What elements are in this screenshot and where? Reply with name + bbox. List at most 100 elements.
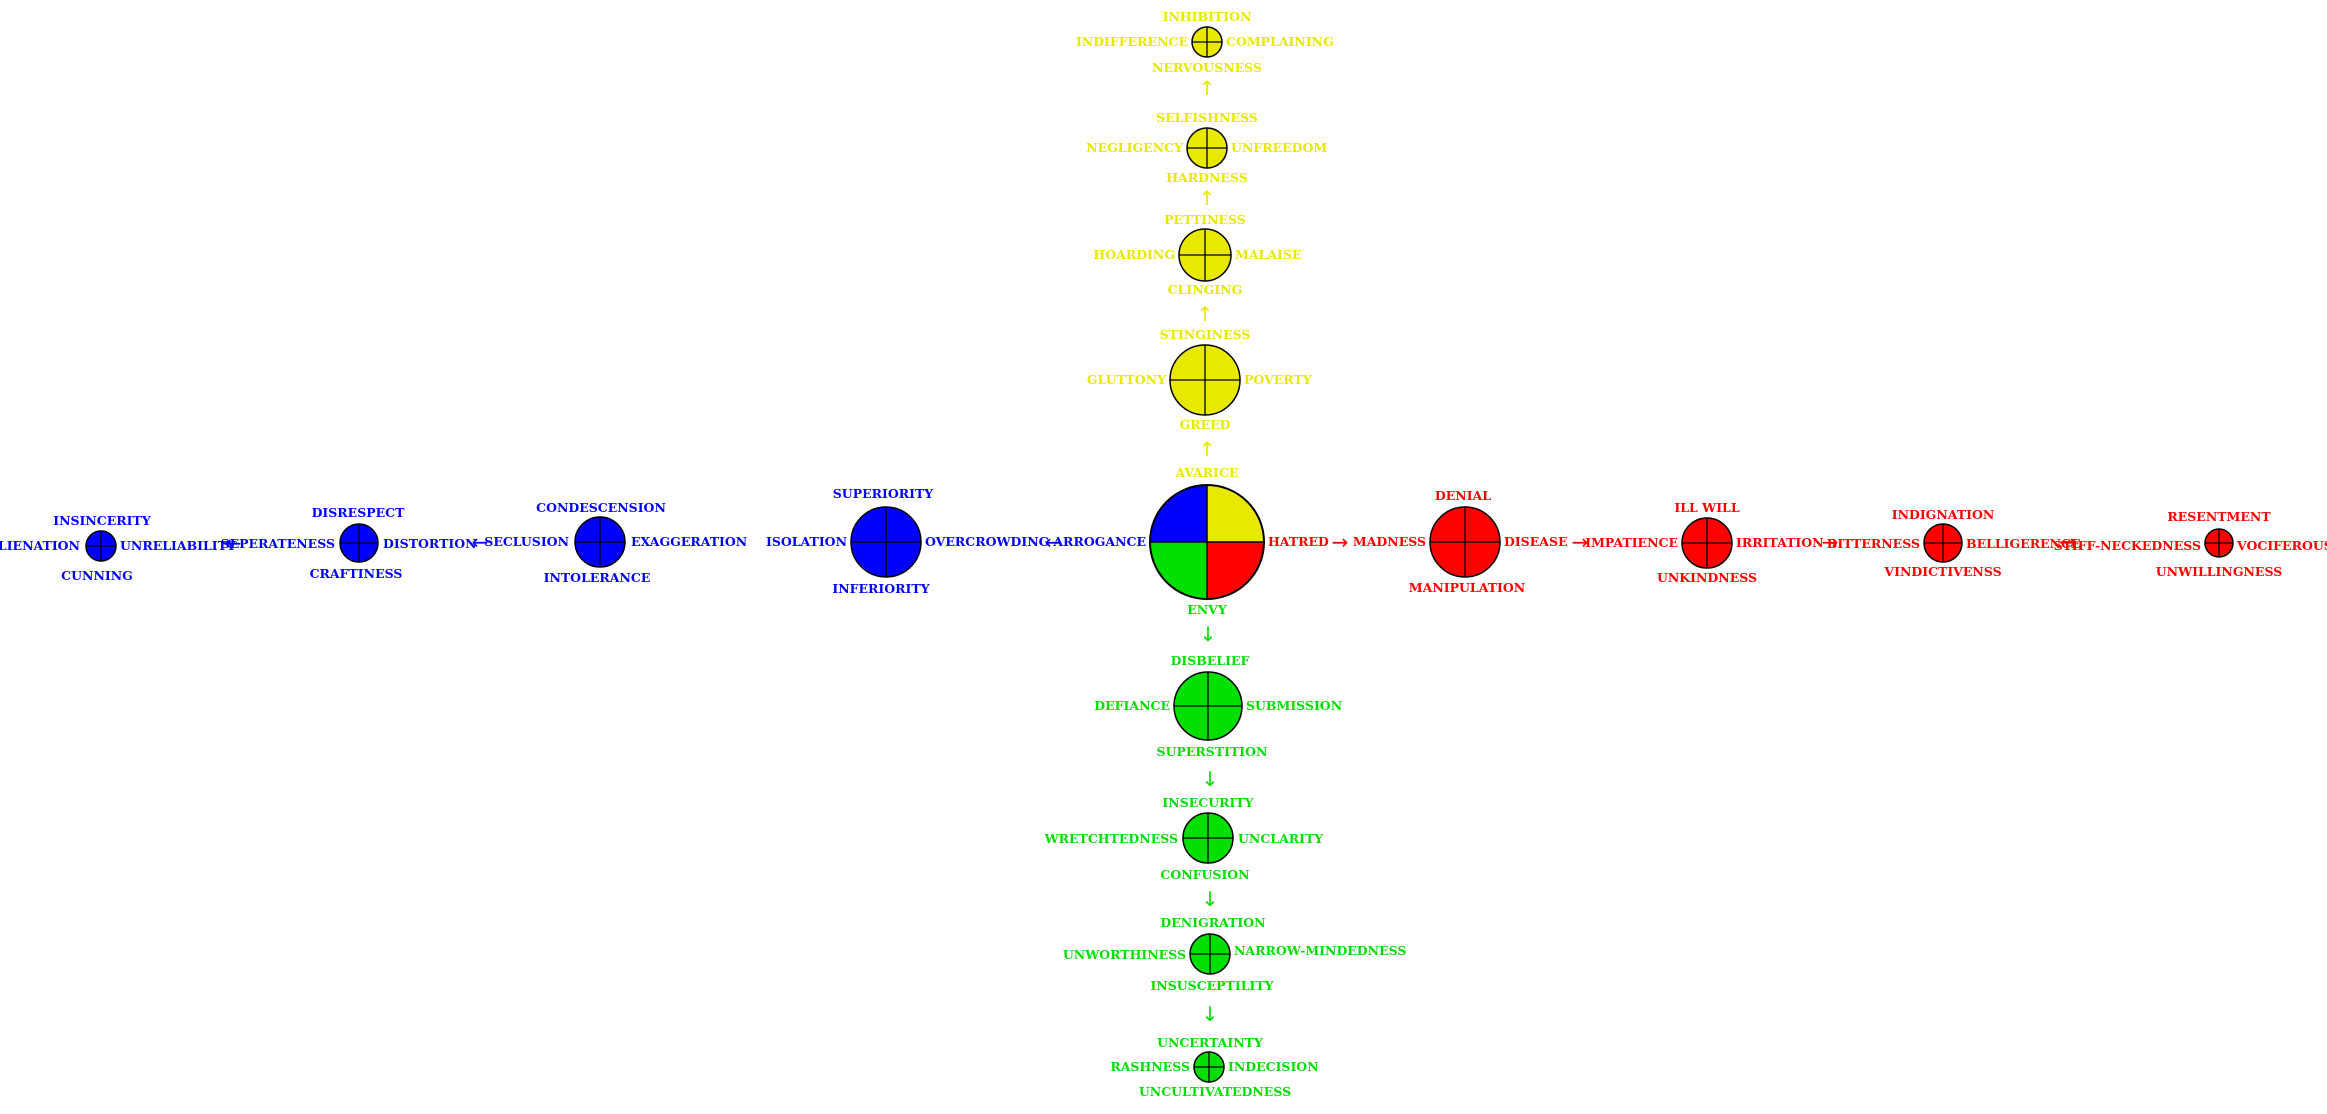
red-node-4-left-label: STIFF-NECKEDNESS <box>2054 538 2201 553</box>
green-arrow-3: ↓ <box>1202 887 1219 911</box>
blue-node-4-right-label: UNRELIABILITY <box>120 538 237 553</box>
yellow-node-4-right-label: COMPLAINING <box>1226 34 1334 49</box>
blue-branch: ← SUPERIORITY ISOLATION OVERCROWDING INF… <box>0 486 1061 596</box>
yellow-node-4-left-label: INDIFFERENCE <box>1076 34 1188 49</box>
green-node-4: UNCERTAINTY RASHNESS INDECISION UNCULTIV… <box>1110 1035 1318 1099</box>
blue-node-4-top-label: INSINCERITY <box>53 513 152 528</box>
blue-node-2-bottom-label: INTOLERANCE <box>544 570 651 585</box>
blue-node-2-top-label: CONDESCENSION <box>536 500 666 515</box>
red-node-1: DENIAL MADNESS DISEASE MANIPULATION <box>1353 488 1568 595</box>
blue-arrow-1: ← <box>1045 530 1062 554</box>
yellow-node-2: PETTINESS HOARDING MALAISE CLINGING <box>1093 212 1301 297</box>
yellow-node-1-top-label: STINGINESS <box>1160 327 1251 342</box>
blue-node-1-right-label: OVERCROWDING <box>925 534 1049 549</box>
blue-node-1-left-label: ISOLATION <box>766 534 847 549</box>
blue-node-3-right-label: DISTORTION <box>383 536 477 551</box>
center-label-arrogance: ARROGANCE <box>1052 534 1146 549</box>
yellow-node-3-bottom-label: HARDNESS <box>1166 170 1247 185</box>
red-node-3-top-label: INDIGNATION <box>1892 507 1995 522</box>
blue-node-1: SUPERIORITY ISOLATION OVERCROWDING INFER… <box>766 486 1049 596</box>
green-node-1-right-label: SUBMISSION <box>1246 698 1342 713</box>
green-branch: ↓ DISBELIEF DEFIANCE SUBMISSION SUPERSTI… <box>1044 622 1407 1099</box>
red-node-2-top-label: ILL WILL <box>1674 500 1739 515</box>
blue-node-3-bottom-label: CRAFTINESS <box>310 566 403 581</box>
green-node-3-right-label: NARROW-MINDEDNESS <box>1234 943 1406 958</box>
yellow-node-3-left-label: NEGLIGENCY <box>1086 140 1184 155</box>
yellow-node-2-bottom-label: CLINGING <box>1168 282 1243 297</box>
yellow-node-1-right-label: POVERTY <box>1244 372 1313 387</box>
yellow-node-3-right-label: UNFREEDOM <box>1231 140 1327 155</box>
yellow-arrow-2: ↑ <box>1197 302 1214 326</box>
red-node-3-bottom-label: VINDICTIVENSS <box>1883 564 2001 579</box>
yellow-node-4-top-label: INHIBITION <box>1163 9 1252 24</box>
green-node-1-bottom-label: SUPERSTITION <box>1157 744 1268 759</box>
blue-node-1-top-label: SUPERIORITY <box>833 486 935 501</box>
blue-node-2-right-label: EXAGGERATION <box>631 534 747 549</box>
yellow-arrow-1: ↑ <box>1199 437 1216 461</box>
green-node-2-right-label: UNCLARITY <box>1238 831 1324 846</box>
green-arrow-4: ↓ <box>1202 1002 1219 1026</box>
red-arrow-1: → <box>1332 530 1349 554</box>
red-node-1-bottom-label: MANIPULATION <box>1409 580 1525 595</box>
red-node-3: INDIGNATION BITTERNESS BELLIGERENCE VIND… <box>1827 507 2081 579</box>
yellow-node-2-right-label: MALAISE <box>1235 247 1301 262</box>
yellow-node-1-bottom-label: GREED <box>1180 417 1231 432</box>
blue-node-3: DISRESPECT SEPERATENESS DISTORTION CRAFT… <box>221 505 477 581</box>
blue-arrow-2: ← <box>472 530 489 554</box>
yellow-node-3: SELFISHNESS NEGLIGENCY UNFREEDOM HARDNES… <box>1086 110 1327 185</box>
red-node-1-left-label: MADNESS <box>1353 534 1426 549</box>
blue-node-2: CONDESCENSION SECLUSION EXAGGERATION INT… <box>484 500 747 585</box>
blue-node-2-left-label: SECLUSION <box>484 534 569 549</box>
blue-node-4-bottom-label: CUNNING <box>61 568 133 583</box>
yellow-branch: ↑ STINGINESS GLUTTONY POVERTY GREED ↑ PE… <box>1076 9 1334 461</box>
center-label-avarice: AVARICE <box>1175 465 1239 480</box>
yellow-node-1-left-label: GLUTTONY <box>1087 372 1167 387</box>
green-node-2-top-label: INSECURITY <box>1162 795 1254 810</box>
center-quadrant-red <box>1207 542 1264 599</box>
center-quadrant-blue <box>1150 485 1207 542</box>
green-node-3-top-label: DENIGRATION <box>1160 915 1265 930</box>
center-label-envy: ENVY <box>1187 602 1228 617</box>
red-node-4-bottom-label: UNWILLINGNESS <box>2156 564 2282 579</box>
blue-node-3-top-label: DISRESPECT <box>312 505 406 520</box>
yellow-node-2-top-label: PETTINESS <box>1164 212 1246 227</box>
red-node-2-bottom-label: UNKINDNESS <box>1657 570 1757 585</box>
yellow-arrow-4: ↑ <box>1199 76 1216 100</box>
red-node-2-right-label: IRRITATION <box>1736 535 1824 550</box>
green-node-1-top-label: DISBELIEF <box>1171 653 1250 668</box>
center-node: AVARICE HATRED ENVY ARROGANCE <box>1052 465 1329 617</box>
red-arrow-3: → <box>1822 530 1839 554</box>
red-arrow-2: → <box>1572 530 1589 554</box>
yellow-node-4: INHIBITION INDIFFERENCE COMPLAINING NERV… <box>1076 9 1334 75</box>
blue-node-1-bottom-label: INFERIORITY <box>832 581 930 596</box>
green-node-4-top-label: UNCERTAINTY <box>1157 1035 1264 1050</box>
red-node-3-right-label: BELLIGERENCE <box>1966 536 2081 551</box>
red-node-1-right-label: DISEASE <box>1504 534 1568 549</box>
green-node-4-left-label: RASHNESS <box>1110 1059 1190 1074</box>
green-arrow-1: ↓ <box>1200 622 1217 646</box>
yellow-node-1: STINGINESS GLUTTONY POVERTY GREED <box>1087 327 1313 432</box>
red-node-2: ILL WILL IMPATIENCE IRRITATION UNKINDNES… <box>1585 500 1823 585</box>
blue-node-4: INSINCERITY ALIENATION UNRELIABILITY CUN… <box>0 513 237 583</box>
yellow-arrow-3: ↑ <box>1199 186 1216 210</box>
green-node-2-bottom-label: CONFUSION <box>1160 867 1249 882</box>
center-quadrant-yellow <box>1207 485 1264 542</box>
green-node-1-left-label: DEFIANCE <box>1094 698 1170 713</box>
green-node-2-left-label: WRETCHTEDNESS <box>1044 831 1178 846</box>
center-label-hatred: HATRED <box>1268 534 1329 549</box>
yellow-node-4-bottom-label: NERVOUSNESS <box>1152 60 1262 75</box>
green-node-4-right-label: INDECISION <box>1228 1059 1319 1074</box>
green-arrow-2: ↓ <box>1202 767 1219 791</box>
blue-arrow-3: ← <box>225 531 242 555</box>
red-node-4-top-label: RESENTMENT <box>2167 509 2271 524</box>
green-node-1: DISBELIEF DEFIANCE SUBMISSION SUPERSTITI… <box>1094 653 1342 759</box>
red-arrow-4: → <box>2060 530 2077 554</box>
green-node-3: DENIGRATION UNWORTHINESS NARROW-MINDEDNE… <box>1063 915 1407 993</box>
green-node-3-left-label: UNWORTHINESS <box>1063 947 1186 962</box>
red-node-2-left-label: IMPATIENCE <box>1585 535 1678 550</box>
green-node-3-bottom-label: INSUSCEPTILITY <box>1150 978 1274 993</box>
blue-node-4-left-label: ALIENATION <box>0 538 80 553</box>
yellow-node-2-left-label: HOARDING <box>1093 247 1175 262</box>
green-node-4-bottom-label: UNCULTIVATEDNESS <box>1139 1084 1291 1099</box>
